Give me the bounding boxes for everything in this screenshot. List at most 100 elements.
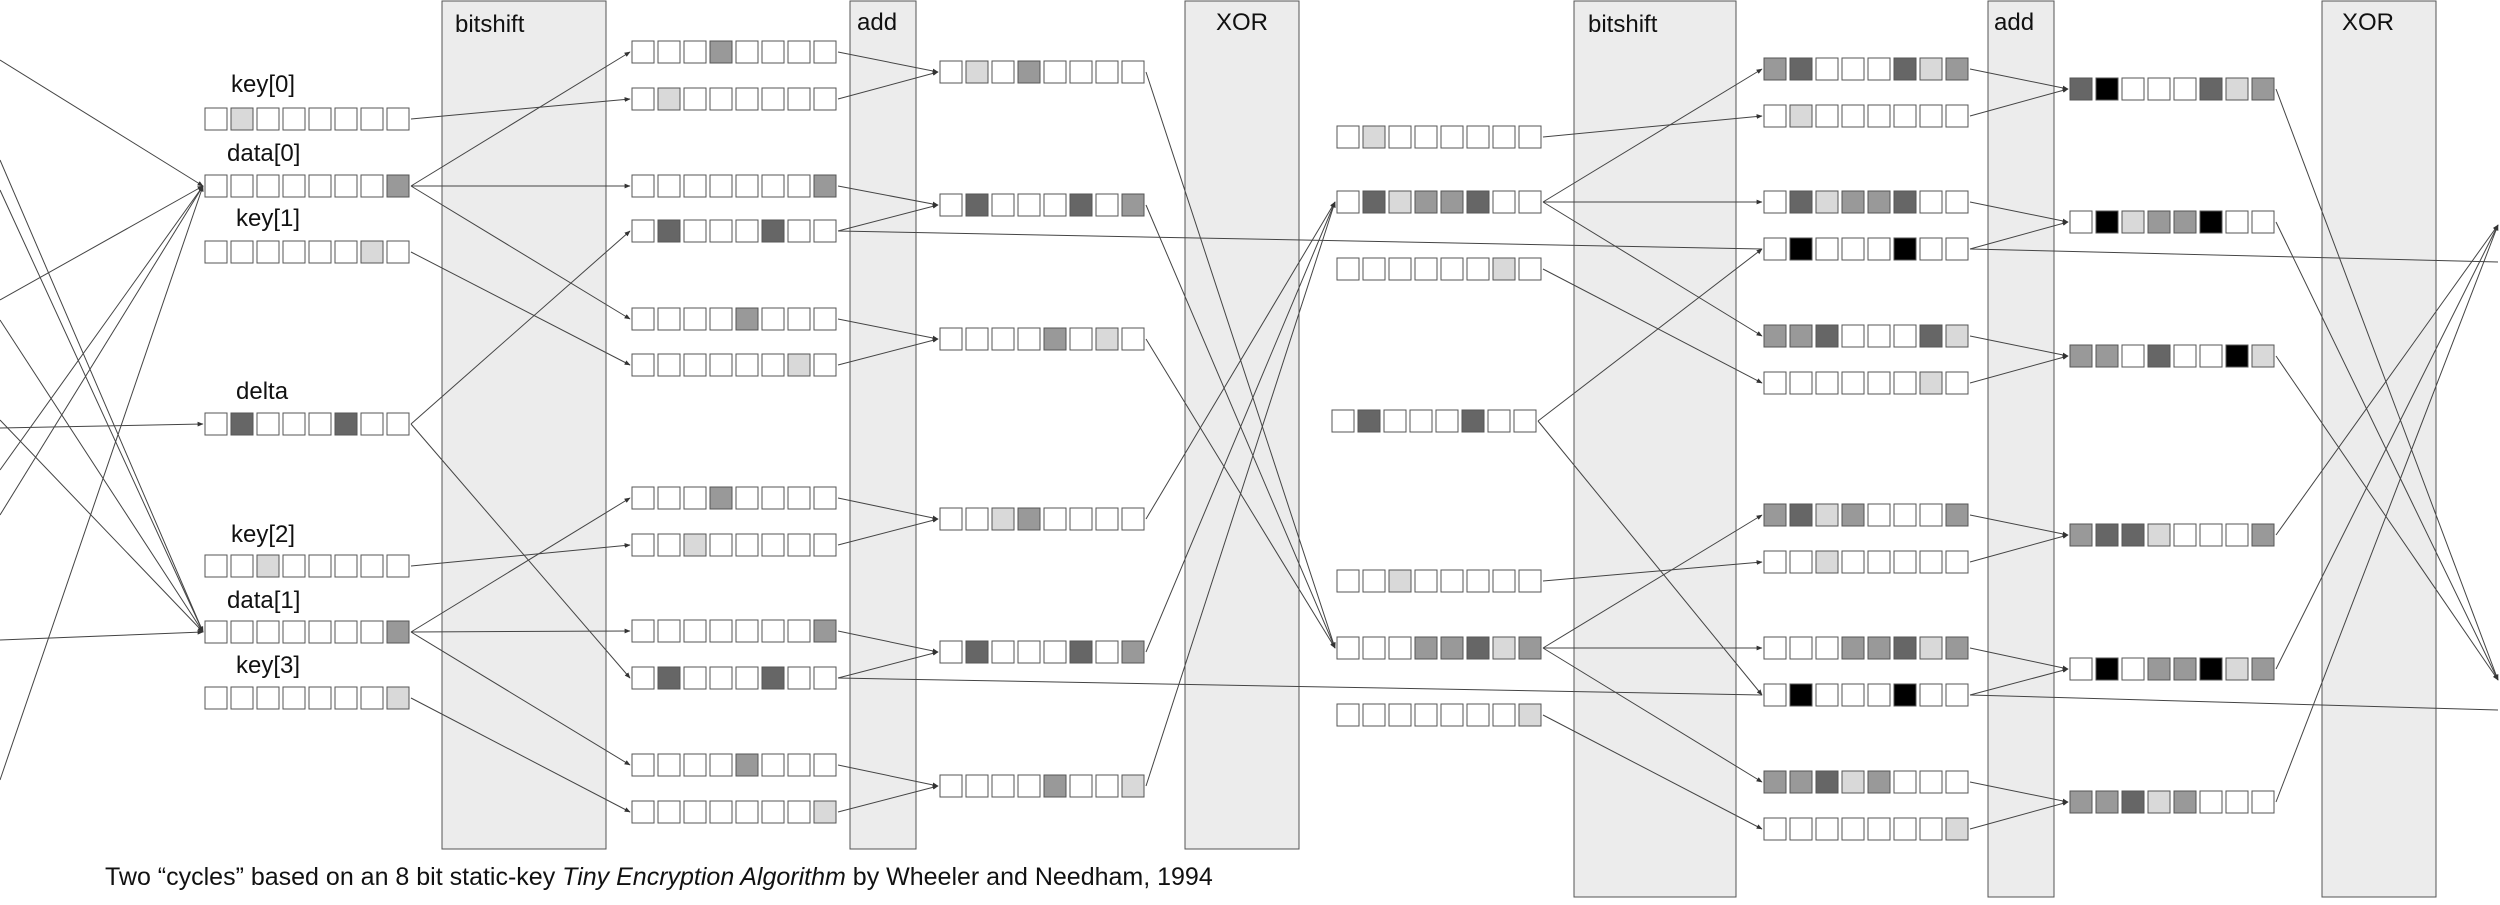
- bit-cell: [1815, 817, 1839, 841]
- wire: [1537, 420, 1763, 696]
- wire: [837, 230, 1763, 250]
- bit-cell: [991, 60, 1015, 84]
- bit-cell: [683, 753, 707, 777]
- wire: [0, 319, 204, 633]
- bit-cell: [204, 686, 228, 710]
- bit-cell: [1043, 774, 1067, 798]
- bit-cell: [1841, 190, 1865, 214]
- bit-cell: [657, 40, 681, 64]
- bit-cell: [1435, 409, 1459, 433]
- wire: [1145, 201, 1336, 653]
- bit-cell: [1919, 237, 1943, 261]
- bit-cell: [735, 307, 759, 331]
- register-c2-dd0: [1763, 237, 1969, 261]
- bit-cell: [230, 686, 254, 710]
- bit-cell: [2251, 523, 2275, 547]
- bit-cell: [1841, 636, 1865, 660]
- bit-cell: [308, 240, 332, 264]
- bit-cell: [813, 219, 837, 243]
- bit-cell: [2251, 210, 2275, 234]
- bit-cell: [761, 533, 785, 557]
- register-c2-a3: [2069, 344, 2275, 368]
- bit-cell: [308, 686, 332, 710]
- wire: [1969, 781, 2069, 804]
- bit-cell: [709, 800, 733, 824]
- bit-cell: [2173, 657, 2197, 681]
- bit-cell: [308, 412, 332, 436]
- bit-cell: [1095, 327, 1119, 351]
- bit-cell: [204, 240, 228, 264]
- bit-cell: [1841, 683, 1865, 707]
- bit-cell: [360, 174, 384, 198]
- bit-cell: [1017, 327, 1041, 351]
- bit-cell: [1492, 636, 1516, 660]
- bit-cell: [1414, 636, 1438, 660]
- bit-cell: [2173, 344, 2197, 368]
- bit-cell: [204, 554, 228, 578]
- wire: [410, 497, 631, 633]
- bit-cell: [709, 533, 733, 557]
- bit-cell: [1841, 324, 1865, 348]
- bit-cell: [1409, 409, 1433, 433]
- wire: [1542, 560, 1763, 582]
- bit-cell: [386, 412, 410, 436]
- bitshift-panel-2: [1573, 0, 1737, 898]
- bit-cell: [657, 619, 681, 643]
- bit-cell: [787, 486, 811, 510]
- bit-cell: [204, 412, 228, 436]
- register-c2-shr0: [1763, 324, 1969, 348]
- bit-cell: [991, 507, 1015, 531]
- register-key1: [204, 240, 410, 264]
- bit-cell: [334, 240, 358, 264]
- bit-cell: [813, 353, 837, 377]
- wire: [1969, 534, 2069, 563]
- stage-panels: [441, 0, 2437, 898]
- register-c2-dd1: [1763, 683, 1969, 707]
- bit-cell: [1893, 503, 1917, 527]
- wire: [1969, 201, 2069, 224]
- bit-cell: [1763, 190, 1787, 214]
- wire: [837, 185, 939, 207]
- wire: [0, 419, 204, 633]
- bit-cell: [1069, 640, 1093, 664]
- bit-cell: [735, 666, 759, 690]
- register-c2-a2: [2069, 210, 2275, 234]
- bit-cell: [1095, 774, 1119, 798]
- register-c1-shl1: [631, 486, 837, 510]
- bit-cell: [1841, 770, 1865, 794]
- bit-cell: [1336, 125, 1360, 149]
- bit-cell: [1763, 636, 1787, 660]
- wires: [0, 51, 2499, 830]
- bit-cell: [1893, 817, 1917, 841]
- bit-cell: [1017, 507, 1041, 531]
- bit-cell: [1043, 327, 1067, 351]
- register-c1-id0: [631, 174, 837, 198]
- bit-cell: [631, 800, 655, 824]
- wire: [0, 59, 204, 187]
- bit-cell: [657, 174, 681, 198]
- bit-cell: [230, 107, 254, 131]
- bit-cell: [1945, 503, 1969, 527]
- bit-cell: [2199, 210, 2223, 234]
- bit-cell: [1763, 371, 1787, 395]
- bit-cell: [1789, 817, 1813, 841]
- bit-cell: [1867, 683, 1891, 707]
- bit-cell: [386, 240, 410, 264]
- bit-cell: [334, 554, 358, 578]
- bit-cell: [386, 554, 410, 578]
- bit-cell: [1466, 190, 1490, 214]
- bit-cell: [735, 800, 759, 824]
- bit-cell: [334, 107, 358, 131]
- bit-cell: [1789, 57, 1813, 81]
- bit-cell: [683, 219, 707, 243]
- bit-cell: [1017, 60, 1041, 84]
- bit-cell: [1919, 324, 1943, 348]
- bit-cell: [991, 774, 1015, 798]
- bit-cell: [939, 60, 963, 84]
- bit-cell: [1945, 371, 1969, 395]
- register-c2-id0: [1763, 190, 1969, 214]
- bit-cell: [1518, 257, 1542, 281]
- bit-cell: [2069, 344, 2093, 368]
- stage-labels: bitshift add XOR bitshift add XOR: [455, 9, 2394, 38]
- bit-cell: [1069, 507, 1093, 531]
